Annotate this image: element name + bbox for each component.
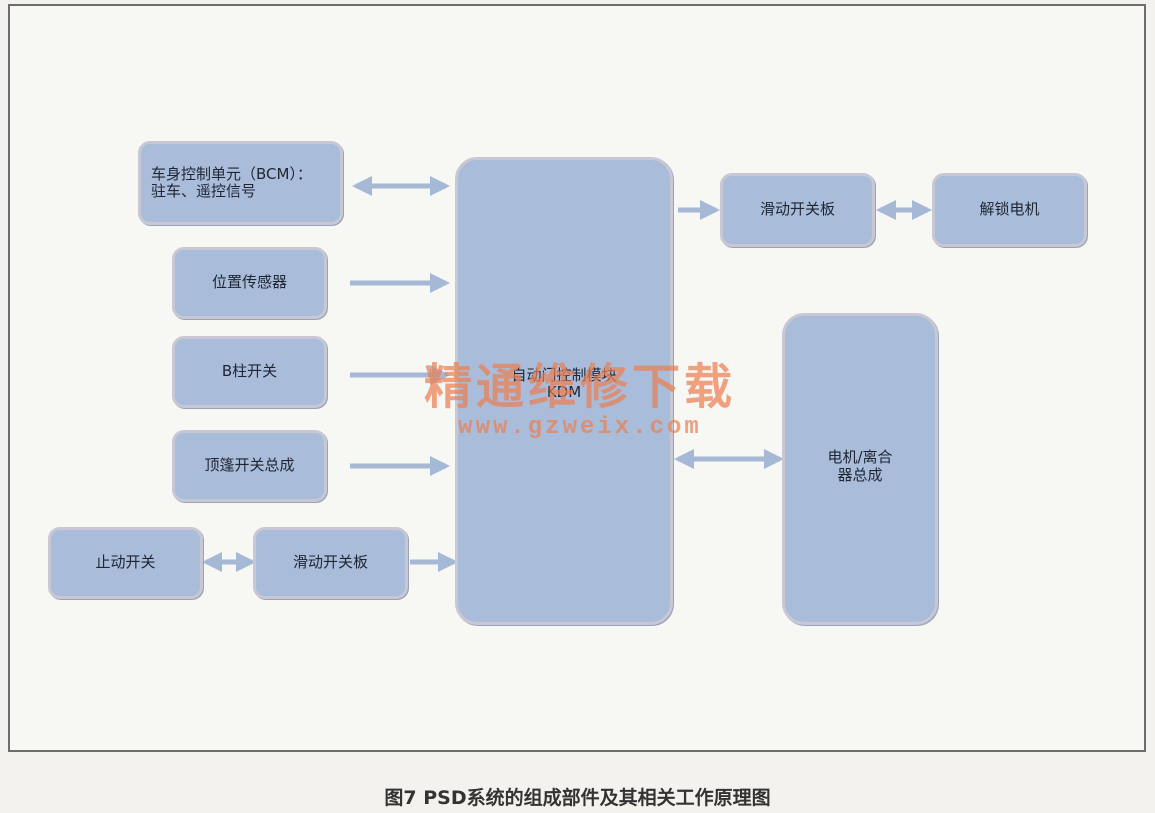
node-position-sensor: 位置传感器 bbox=[172, 247, 327, 319]
node-position-sensor-label: 位置传感器 bbox=[211, 273, 287, 292]
node-slide-switch-board-bottom-label: 滑动开关板 bbox=[292, 553, 368, 572]
node-roof-switch-assembly: 顶篷开关总成 bbox=[172, 430, 327, 502]
node-motor-clutch-assembly: 电机/离合 器总成 bbox=[782, 313, 938, 625]
node-stop-switch-label: 止动开关 bbox=[95, 553, 156, 572]
node-stop-switch: 止动开关 bbox=[48, 527, 203, 599]
node-motor-clutch-assembly-label: 电机/离合 器总成 bbox=[827, 448, 893, 484]
node-bcm: 车身控制单元（BCM）： 驻车、遥控信号 bbox=[138, 141, 343, 225]
node-slide-switch-board-top-label: 滑动开关板 bbox=[759, 200, 835, 219]
node-b-pillar-switch-label: B柱开关 bbox=[221, 362, 278, 381]
node-unlock-motor: 解锁电机 bbox=[932, 173, 1087, 247]
node-bcm-label: 车身控制单元（BCM）： 驻车、遥控信号 bbox=[151, 164, 312, 200]
node-unlock-motor-label: 解锁电机 bbox=[979, 200, 1040, 219]
node-b-pillar-switch: B柱开关 bbox=[172, 336, 327, 408]
node-center-control-module-label: 自动门控制模块 KDM bbox=[511, 365, 617, 401]
figure-caption: 图7 PSD系统的组成部件及其相关工作原理图 bbox=[384, 787, 771, 809]
node-slide-switch-board-top: 滑动开关板 bbox=[720, 173, 875, 247]
node-roof-switch-assembly-label: 顶篷开关总成 bbox=[204, 456, 295, 475]
node-slide-switch-board-bottom: 滑动开关板 bbox=[253, 527, 408, 599]
node-center-control-module: 自动门控制模块 KDM bbox=[455, 157, 673, 625]
